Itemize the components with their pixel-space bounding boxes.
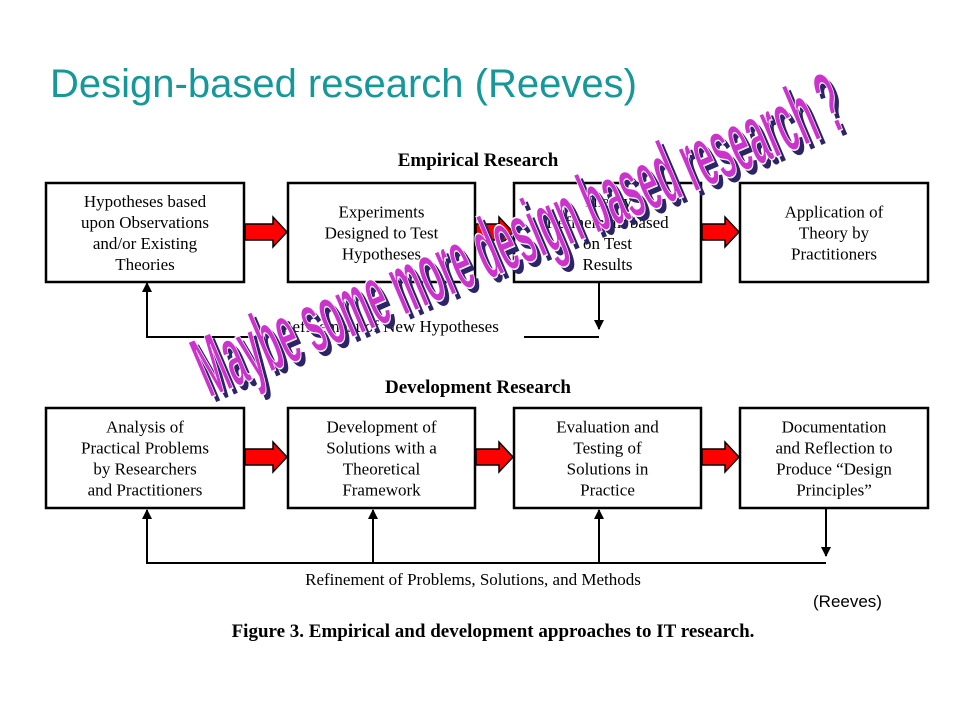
empirical-box-1-line-2: upon Observations <box>81 213 209 232</box>
empirical-loop-label-bg <box>258 316 524 338</box>
development-box-4 <box>738 406 930 510</box>
development-box-3 <box>512 406 703 510</box>
empirical-box-4-line-2: Theory by <box>799 224 870 243</box>
development-boxes: Analysis of Practical Problems by Research… <box>44 406 930 510</box>
empirical-box-1-line-3: and/or Existing <box>93 234 198 253</box>
empirical-box-2-line-2: Designed to Test <box>325 224 439 243</box>
empirical-red-arrows <box>244 215 741 249</box>
development-loop-label: Refinement of Problems, Solutions, and M… <box>305 570 641 589</box>
development-box-2-line-3: Theoretical <box>343 460 421 479</box>
development-feedback-loop <box>142 508 831 564</box>
empirical-box-2 <box>286 181 477 284</box>
development-red-arrow-2 <box>475 440 515 474</box>
development-box-3-line-4: Practice <box>580 481 635 500</box>
development-research-title: Development Research <box>385 377 571 398</box>
empirical-box-3-line-4: Results <box>582 255 632 274</box>
empirical-box-1-line-4: Theories <box>115 255 174 274</box>
development-box-2-line-4: Framework <box>342 481 421 500</box>
development-box-4-line-4: Principles” <box>796 481 872 500</box>
empirical-box-1-line-1: Hypotheses based <box>84 192 207 211</box>
development-box-1-line-3: by Researchers <box>93 460 196 479</box>
development-box-4-line-2: and Reflection to <box>775 439 892 458</box>
empirical-research-title: Empirical Research <box>398 150 559 171</box>
empirical-box-2-line-1: Experiments <box>339 203 425 222</box>
empirical-red-arrow-3 <box>701 215 741 249</box>
development-box-4-line-3: Produce “Design <box>776 460 892 479</box>
development-box-3-line-2: Testing of <box>573 439 642 458</box>
empirical-box-4 <box>738 181 930 284</box>
empirical-box-4-line-1: Application of <box>785 203 884 222</box>
empirical-box-3-line-3: on Test <box>583 234 632 253</box>
figure-caption: Figure 3. Empirical and development appr… <box>232 621 755 642</box>
slide-title: Design-based research (Reeves) <box>50 62 637 106</box>
development-box-1-line-2: Practical Problems <box>81 439 209 458</box>
development-box-3-line-1: Evaluation and <box>556 418 659 437</box>
development-red-arrows <box>244 440 741 474</box>
development-box-1-line-4: and Practitioners <box>88 481 203 500</box>
development-box-1 <box>44 406 246 510</box>
development-box-3-line-3: Solutions in <box>567 460 649 479</box>
empirical-box-1 <box>44 181 246 284</box>
development-box-2 <box>286 406 477 510</box>
empirical-loop-label: Refinement of New Hypotheses <box>281 317 499 336</box>
empirical-box-4-line-3: Practitioners <box>791 245 877 264</box>
empirical-box-3 <box>512 181 703 284</box>
development-box-4-line-1: Documentation <box>782 418 887 437</box>
empirical-box-3-line-2: Refinement based <box>546 213 669 232</box>
empirical-boxes: Hypotheses based upon Observations and/or … <box>44 181 930 284</box>
development-box-2-line-1: Development of <box>327 418 437 437</box>
empirical-box-2-line-3: Hypotheses <box>342 245 421 264</box>
development-red-arrow-1 <box>244 440 289 474</box>
development-box-1-line-1: Analysis of <box>106 418 184 437</box>
empirical-red-arrow-2 <box>475 215 515 249</box>
credit-label: (Reeves) <box>813 592 882 611</box>
empirical-box-3-line-1: Theory <box>583 192 633 211</box>
empirical-red-arrow-1 <box>244 215 289 249</box>
development-box-2-line-2: Solutions with a <box>326 439 437 458</box>
development-red-arrow-3 <box>701 440 741 474</box>
